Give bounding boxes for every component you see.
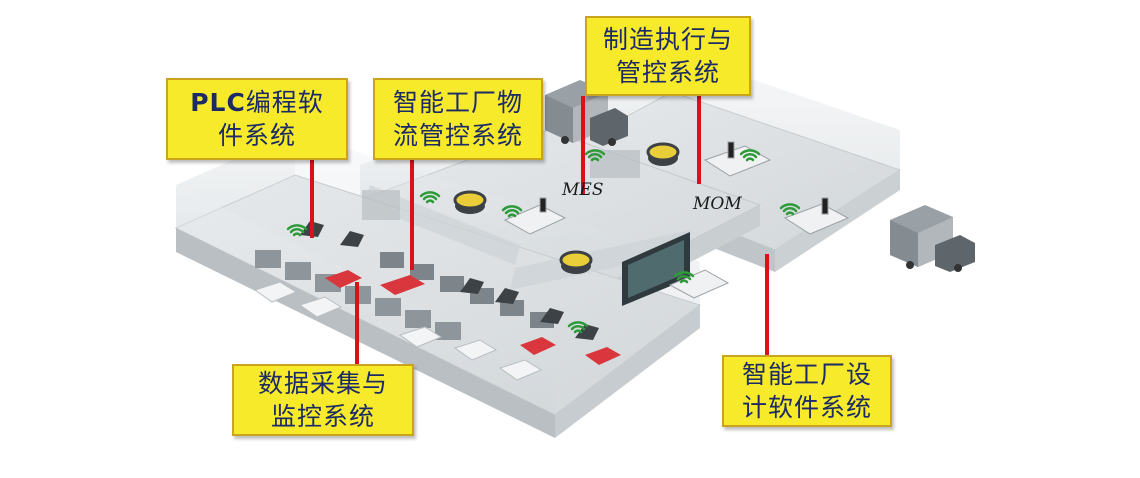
callout-line: 数据采集与: [257, 369, 388, 398]
callout-line: 智能工厂物: [392, 88, 523, 117]
mes-label: MES: [562, 180, 604, 200]
wifi-icon: [286, 149, 801, 334]
leader-line-logistics: [410, 158, 414, 270]
white-workbenches: [253, 281, 543, 381]
callout-line: 件系统: [217, 121, 296, 150]
callout-mes-system: 制造执行与 管控系统: [585, 16, 751, 96]
callout-line: 制造执行与: [602, 25, 733, 54]
callout-line: 流管控系统: [392, 121, 523, 150]
leader-line-mom: [697, 96, 701, 184]
mom-label: MOM: [693, 194, 742, 214]
callout-logistics: 智能工厂物 流管控系统: [373, 78, 543, 160]
workstation-icon: [503, 141, 850, 299]
callout-line: 计软件系统: [741, 393, 872, 422]
callout-text: 编程软: [245, 88, 324, 117]
truck-icon: [545, 80, 628, 146]
truck-icon: [890, 205, 975, 272]
plc-text: PLC: [190, 88, 246, 117]
callout-line: 智能工厂设: [741, 360, 872, 389]
callout-line: 监控系统: [270, 402, 375, 431]
callout-data-acquisition: 数据采集与 监控系统: [232, 364, 414, 436]
leader-line-data-acq: [355, 282, 359, 366]
leader-line-mes: [581, 96, 585, 194]
red-pallets: [325, 270, 621, 365]
lower-floor-platform: [174, 132, 702, 438]
conveyor-icon: [453, 142, 680, 274]
production-line: [253, 221, 621, 381]
leader-line-factory-design: [765, 254, 769, 358]
callout-factory-design: 智能工厂设 计软件系统: [722, 355, 892, 427]
callout-plc-software: PLC编程软 件系统: [166, 78, 348, 160]
wall-screen-icon: [622, 232, 690, 306]
callout-line: 管控系统: [615, 58, 720, 87]
leader-line-plc: [310, 158, 314, 238]
callout-line: PLC编程软: [190, 86, 324, 119]
